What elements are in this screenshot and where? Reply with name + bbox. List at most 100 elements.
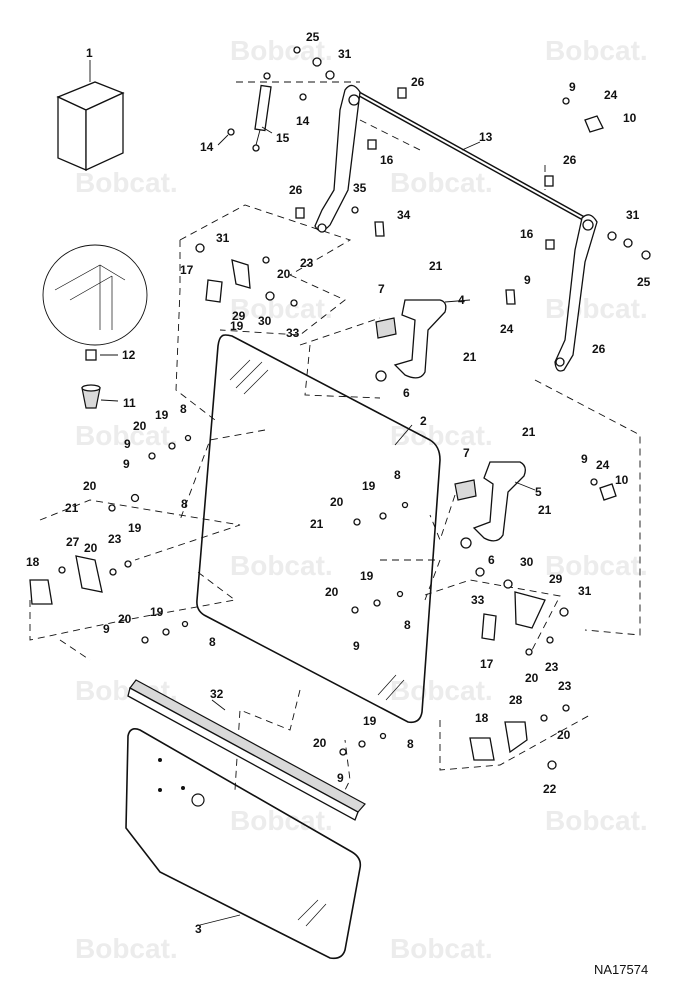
callout-label: 19 (230, 319, 244, 333)
callout-label: 26 (592, 342, 606, 356)
callout-label: 9 (123, 457, 130, 471)
watermark: Bobcat. (545, 35, 648, 66)
upper-door-glass-part (196, 334, 441, 724)
callout-label: 21 (65, 501, 79, 515)
hardware-fasteners (58, 46, 651, 770)
lower-handle-part (454, 461, 526, 542)
callout-label: 20 (277, 267, 291, 281)
watermark: Bobcat. (390, 167, 493, 198)
watermark: Bobcat. (75, 420, 178, 451)
callout-label: 20 (83, 479, 97, 493)
watermark: Bobcat. (75, 933, 178, 964)
callout-label: 7 (378, 282, 385, 296)
callout-label: 24 (604, 88, 618, 102)
callout-label: 19 (363, 714, 377, 728)
callout-label: 9 (569, 80, 576, 94)
callout-label: 20 (118, 612, 132, 626)
callout-label: 6 (403, 386, 410, 400)
callout-label: 7 (463, 446, 470, 460)
callout-label: 24 (596, 458, 610, 472)
callout-label: 30 (520, 555, 534, 569)
callout-label: 23 (545, 660, 559, 674)
callout-label: 3 (195, 922, 202, 936)
callout-label: 26 (563, 153, 577, 167)
callout-label: 8 (407, 737, 414, 751)
drawing-code: NA17574 (594, 962, 648, 977)
callout-label: 32 (210, 687, 224, 701)
callout-label: 1 (86, 46, 93, 60)
callout-label: 29 (549, 572, 563, 586)
callout-label: 31 (578, 584, 592, 598)
leader-lines (100, 126, 536, 926)
callout-label: 19 (150, 605, 164, 619)
watermark: Bobcat. (545, 293, 648, 324)
callout-label: 12 (122, 348, 136, 362)
callout-label: 9 (353, 639, 360, 653)
callout-label: 9 (124, 437, 131, 451)
callout-label: 18 (475, 711, 489, 725)
callout-label: 14 (296, 114, 310, 128)
hinge-plates (29, 259, 546, 761)
callout-label: 9 (337, 771, 344, 785)
seal-strip-part (127, 679, 366, 821)
callout-label: 30 (258, 314, 272, 328)
door-stop-detail (42, 244, 148, 409)
left-hinge-arm-part (314, 84, 361, 233)
callout-label: 26 (411, 75, 425, 89)
callout-label: 9 (103, 622, 110, 636)
callout-label: 20 (330, 495, 344, 509)
callout-label: 35 (353, 181, 367, 195)
callout-label: 8 (180, 402, 187, 416)
callout-label: 8 (404, 618, 411, 632)
callout-label: 6 (488, 553, 495, 567)
callout-label: 19 (155, 408, 169, 422)
gas-strut-part (252, 72, 272, 152)
callout-label: 27 (66, 535, 80, 549)
right-hinge-arm-part (554, 214, 598, 372)
callout-label: 17 (480, 657, 494, 671)
callout-label: 20 (525, 671, 539, 685)
callout-label: 9 (524, 273, 531, 287)
callout-label: 10 (623, 111, 637, 125)
callout-label: 20 (325, 585, 339, 599)
callout-label: 17 (180, 263, 194, 277)
upper-handle-part (375, 299, 447, 379)
callout-label: 10 (615, 473, 629, 487)
callout-label: 19 (360, 569, 374, 583)
callout-label: 16 (380, 153, 394, 167)
callout-label: 23 (108, 532, 122, 546)
callout-label: 21 (429, 259, 443, 273)
callout-label: 5 (535, 485, 542, 499)
watermark: Bobcat. (390, 675, 493, 706)
watermark: Bobcat. (230, 550, 333, 581)
callout-label: 31 (626, 208, 640, 222)
callout-label: 20 (313, 736, 327, 750)
kit-box-part (56, 60, 125, 172)
callout-label: 25 (306, 30, 320, 44)
callout-label: 28 (509, 693, 523, 707)
callout-label: 33 (471, 593, 485, 607)
callout-label: 20 (557, 728, 571, 742)
callout-label: 4 (458, 293, 465, 307)
callout-label: 8 (181, 497, 188, 511)
callout-label: 31 (338, 47, 352, 61)
callout-label: 8 (209, 635, 216, 649)
callout-label: 16 (520, 227, 534, 241)
callout-label: 19 (362, 479, 376, 493)
watermark-layer: Bobcat. Bobcat. Bobcat. Bobcat. Bobcat. … (75, 35, 648, 964)
callout-label: 21 (463, 350, 477, 364)
callout-label: 11 (123, 396, 136, 410)
callout-label: 18 (26, 555, 40, 569)
callout-label: 23 (300, 256, 314, 270)
callout-label: 34 (397, 208, 411, 222)
callout-label: 21 (310, 517, 324, 531)
callout-label: 8 (394, 468, 401, 482)
lower-door-glass-part (125, 728, 362, 960)
callout-label: 13 (479, 130, 493, 144)
watermark: Bobcat. (390, 420, 493, 451)
callout-label: 9 (581, 452, 588, 466)
callout-label: 25 (637, 275, 651, 289)
callout-label: 20 (133, 419, 147, 433)
watermark: Bobcat. (545, 550, 648, 581)
